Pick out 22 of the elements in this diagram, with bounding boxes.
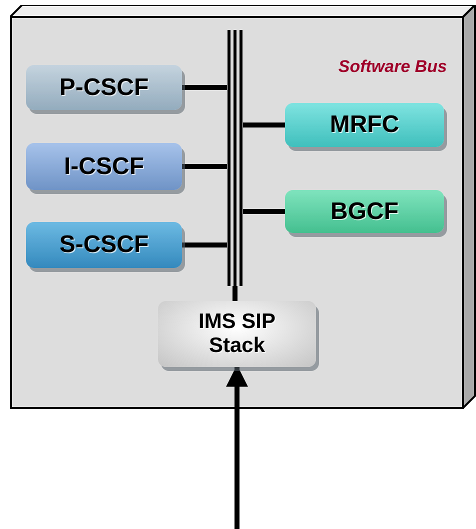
component-box [26, 65, 182, 110]
component-box [26, 222, 182, 268]
component-box [285, 190, 444, 233]
bus-connector [243, 209, 285, 214]
component-label: MRFC [330, 111, 400, 139]
bus-connector [182, 242, 227, 248]
bus-connector [232, 286, 238, 301]
bus-label: Software Bus [338, 57, 447, 77]
component-label: BGCF [330, 198, 398, 226]
component-label: IMS SIP Stack [197, 310, 277, 358]
server-panel [10, 5, 476, 409]
arrow [226, 364, 248, 529]
bus-connector [182, 164, 227, 169]
component-label: P-CSCF [59, 74, 149, 102]
component-label: S-CSCF [59, 231, 149, 259]
component-box [26, 143, 182, 190]
component-box [158, 301, 316, 367]
bus-lines [227, 30, 243, 286]
bus-connector [182, 85, 227, 90]
bus-connector [243, 122, 285, 128]
component-box [285, 103, 444, 147]
component-label: I-CSCF [64, 152, 144, 180]
